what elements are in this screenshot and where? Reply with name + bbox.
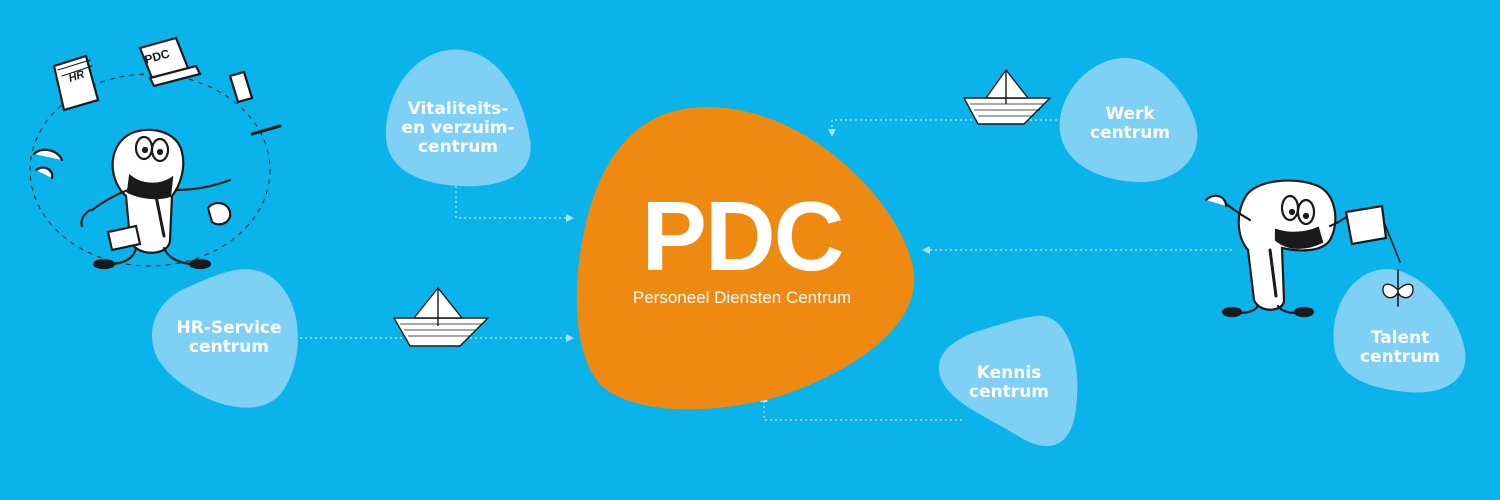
- center-label-line: centrum: [1089, 123, 1171, 143]
- arrowhead-hr-service: [566, 334, 574, 342]
- connector-kennis: [763, 402, 962, 421]
- blob-hr-service: [151, 269, 298, 408]
- center-label-werk[interactable]: Werk centrum: [1066, 105, 1194, 143]
- connector-vitaliteit: [455, 186, 566, 219]
- arrowhead-werk: [828, 129, 836, 137]
- blob-kennis: [938, 315, 1078, 447]
- pdc-subtitle: Personeel Diensten Centrum: [632, 288, 852, 307]
- center-label-line: en verzuim-: [401, 118, 515, 138]
- blob-werk: [1059, 57, 1198, 183]
- center-label-line: Kennis: [976, 363, 1042, 383]
- gardener-character-icon: [1204, 179, 1414, 318]
- pdc-hub: [576, 106, 915, 410]
- center-label-line: centrum: [968, 382, 1050, 402]
- center-label-line: centrum: [417, 137, 499, 157]
- paper-boat-icon: [963, 69, 1051, 125]
- hr-book-label: HR: [67, 69, 86, 85]
- center-label-talent[interactable]: Talent centrum: [1336, 329, 1464, 367]
- laptop-label: PDC: [143, 46, 172, 67]
- center-label-kennis[interactable]: Kennis centrum: [946, 364, 1072, 402]
- center-label-line: centrum: [188, 337, 270, 357]
- blob-talent: [1333, 269, 1466, 393]
- center-label-line: Talent: [1370, 328, 1430, 348]
- arrowhead-vitaliteit: [566, 214, 574, 222]
- blob-vitaliteit: [385, 49, 531, 187]
- center-label-line: Vitaliteits-: [407, 99, 509, 119]
- arrowhead-talent: [922, 246, 930, 254]
- center-label-vitaliteit[interactable]: Vitaliteits- en verzuim- centrum: [391, 100, 525, 157]
- center-label-hr-service[interactable]: HR-Service centrum: [162, 319, 296, 357]
- center-label-line: Werk: [1105, 104, 1155, 124]
- center-label-line: centrum: [1359, 347, 1441, 367]
- center-label-line: HR-Service: [176, 318, 282, 338]
- connector-werk: [831, 119, 1062, 130]
- paper-boat-icon: [393, 287, 489, 347]
- juggler-character-icon: [29, 36, 282, 270]
- pdc-wordmark: PDC: [641, 181, 845, 291]
